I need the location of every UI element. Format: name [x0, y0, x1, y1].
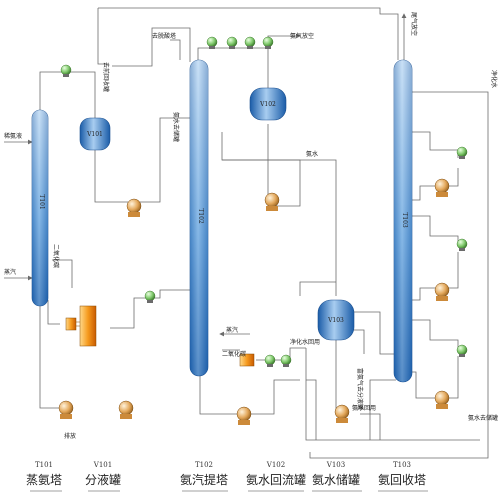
label-ammonia-vapor: 氨气放空: [290, 32, 314, 40]
pump-2-icon: [126, 198, 142, 217]
piping: [4, 7, 489, 459]
label-to-oil-cooler: 去前回收罐: [102, 62, 110, 92]
legend-code: T102: [195, 461, 213, 469]
valve-4-icon: [226, 36, 238, 49]
pump-8-icon: [434, 282, 450, 301]
label-ammonia-water-mid: 氨水: [306, 150, 318, 158]
pump-1-icon: [58, 400, 74, 419]
legend-code: V101: [93, 461, 112, 469]
heater-mid: [239, 353, 255, 367]
label-ammonia-recycle: 氨水回用: [352, 404, 376, 412]
pump-5-icon: [236, 406, 252, 425]
pump-9-icon: [434, 390, 450, 409]
valve-1-icon: [60, 64, 72, 77]
tag-t101: T101: [38, 194, 45, 209]
pump-4-icon: [264, 192, 280, 211]
legend-name: 氨回收塔: [378, 473, 426, 487]
legend-name: 氨汽提塔: [180, 472, 228, 487]
heater-left: [65, 305, 97, 347]
label-co2-mid: 二氧化碳: [222, 350, 246, 358]
valve-11-icon: [456, 344, 468, 357]
label-steam-left: 蒸汽: [4, 268, 16, 276]
tag-t102: T102: [197, 208, 204, 224]
legend-code: T101: [35, 461, 53, 469]
flow-labels: 稀氨液 去前回收罐 蒸汽 二氧化碳 去脱酸塔 氨水去储罐 氨气放空 氨水 尾气放…: [4, 12, 498, 440]
label-tail-gas: 尾气放空: [410, 12, 418, 36]
pump-3-icon: [118, 400, 134, 419]
legend-name: 分液罐: [85, 472, 121, 487]
label-to-ammonia-storage: 氨水去储罐: [172, 112, 180, 142]
label-to-deacidify: 去脱酸塔: [152, 32, 176, 40]
vessel-v101: [79, 117, 111, 151]
label-waste-liquid: 稀氨液: [4, 132, 22, 140]
legend-name: 蒸氨塔: [26, 473, 62, 487]
label-pure-water: 净化水: [490, 70, 498, 88]
label-rich-gas: 富氨气去分液罐: [356, 368, 364, 410]
valve-3-icon: [206, 36, 218, 49]
valve-5-icon: [244, 36, 256, 49]
legend-code: V103: [326, 461, 345, 469]
vessel-v103: [317, 299, 355, 341]
bottom-legend: T101 蒸氨塔 V101 分液罐 T102 氨汽提塔 V102 氨水回流罐 V…: [26, 461, 428, 492]
valve-8-icon: [280, 354, 292, 367]
column-t101: [31, 109, 49, 307]
legend-code: V102: [266, 461, 285, 469]
valve-2-icon: [144, 290, 156, 303]
pump-6-icon: [334, 404, 350, 423]
control-valves: [60, 36, 468, 367]
tag-v103: V103: [327, 317, 344, 324]
valve-10-icon: [456, 238, 468, 251]
legend-name: 氨水储罐: [312, 472, 360, 487]
legend-name: 氨水回流罐: [246, 473, 306, 487]
valve-7-icon: [264, 354, 276, 367]
column-t102: [189, 59, 209, 377]
tag-t103: T103: [401, 212, 408, 228]
column-t103: [393, 59, 413, 383]
pump-7-icon: [434, 178, 450, 197]
label-co2-left: 二氧化碳: [52, 244, 60, 268]
label-ammonia-storage-right: 氨水去储罐: [468, 414, 498, 422]
label-steam-mid: 蒸汽: [226, 326, 238, 334]
vessel-v102: [249, 87, 287, 121]
equipment-tags: T101 V101 T102 V102 V103 T103: [38, 101, 408, 324]
tag-v102: V102: [259, 101, 276, 108]
valve-9-icon: [456, 146, 468, 159]
label-to-bottoms: 排放: [64, 432, 76, 440]
valve-6-icon: [262, 36, 274, 49]
label-purified-water: 净化水回用: [290, 338, 320, 346]
tag-v101: V101: [86, 131, 103, 138]
legend-code: T103: [393, 461, 411, 469]
